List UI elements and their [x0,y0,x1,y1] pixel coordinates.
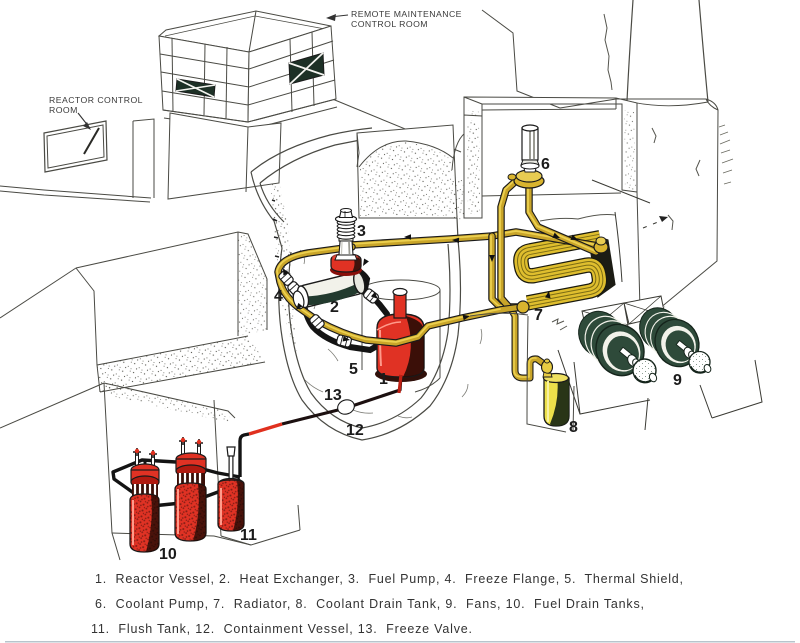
svg-text:8: 8 [569,419,578,436]
svg-text:11. Flush Tank, 12. Containm: 11. Flush Tank, 12. Containment Vessel, … [91,622,472,636]
svg-text:5: 5 [349,361,358,378]
svg-text:CONTROL ROOM: CONTROL ROOM [351,19,428,29]
svg-text:1. Reactor Vessel, 2. Heat E: 1. Reactor Vessel, 2. Heat Exchanger, 3.… [95,572,683,586]
svg-text:6. Coolant Pump, 7. Radiator: 6. Coolant Pump, 7. Radiator, 8. Coolant… [95,597,644,611]
svg-text:13: 13 [324,387,342,404]
svg-text:REMOTE MAINTENANCE: REMOTE MAINTENANCE [351,9,462,19]
svg-text:4: 4 [274,288,283,305]
svg-text:ROOM: ROOM [49,105,78,115]
svg-text:9: 9 [673,372,682,389]
svg-text:2: 2 [330,299,339,316]
svg-text:3: 3 [357,223,366,240]
svg-text:7: 7 [534,307,543,324]
svg-text:12: 12 [346,422,364,439]
svg-text:10: 10 [159,546,177,563]
svg-text:REACTOR CONTROL: REACTOR CONTROL [49,95,143,105]
svg-text:11: 11 [240,527,257,544]
svg-text:6: 6 [541,156,550,173]
svg-text:1: 1 [379,371,388,388]
